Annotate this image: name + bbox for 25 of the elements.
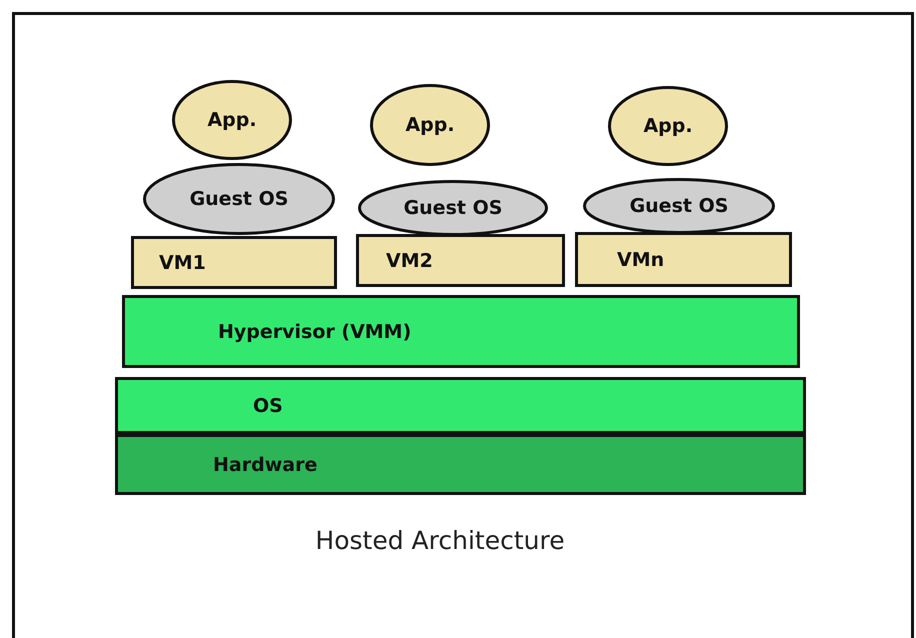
node-label: Guest OS [190,188,288,210]
vm-box [131,236,337,289]
app-ellipse [608,86,728,166]
node-label: Hardware [213,454,318,476]
app-ellipse [172,80,292,160]
guest-os-ellipse [583,178,775,234]
node-label: VMn [617,248,664,270]
node-label: Guest OS [630,195,728,217]
node-label: Hypervisor (VMM) [218,320,412,342]
layer-box [115,377,806,434]
node-label: OS [253,394,283,416]
node-label: App. [207,109,257,131]
vm-box [575,232,792,287]
node-label: App. [405,114,455,136]
node-label: App. [643,115,693,137]
guest-os-ellipse [143,163,335,235]
vm-box [356,234,565,287]
node-label: Guest OS [404,197,502,219]
hardware-box [115,434,806,495]
layer-box [122,295,800,368]
guest-os-ellipse [358,180,548,236]
app-ellipse [370,84,490,166]
caption: Hosted Architecture [314,526,566,555]
node-label: VM2 [386,250,433,272]
node-label: VM1 [159,252,206,274]
